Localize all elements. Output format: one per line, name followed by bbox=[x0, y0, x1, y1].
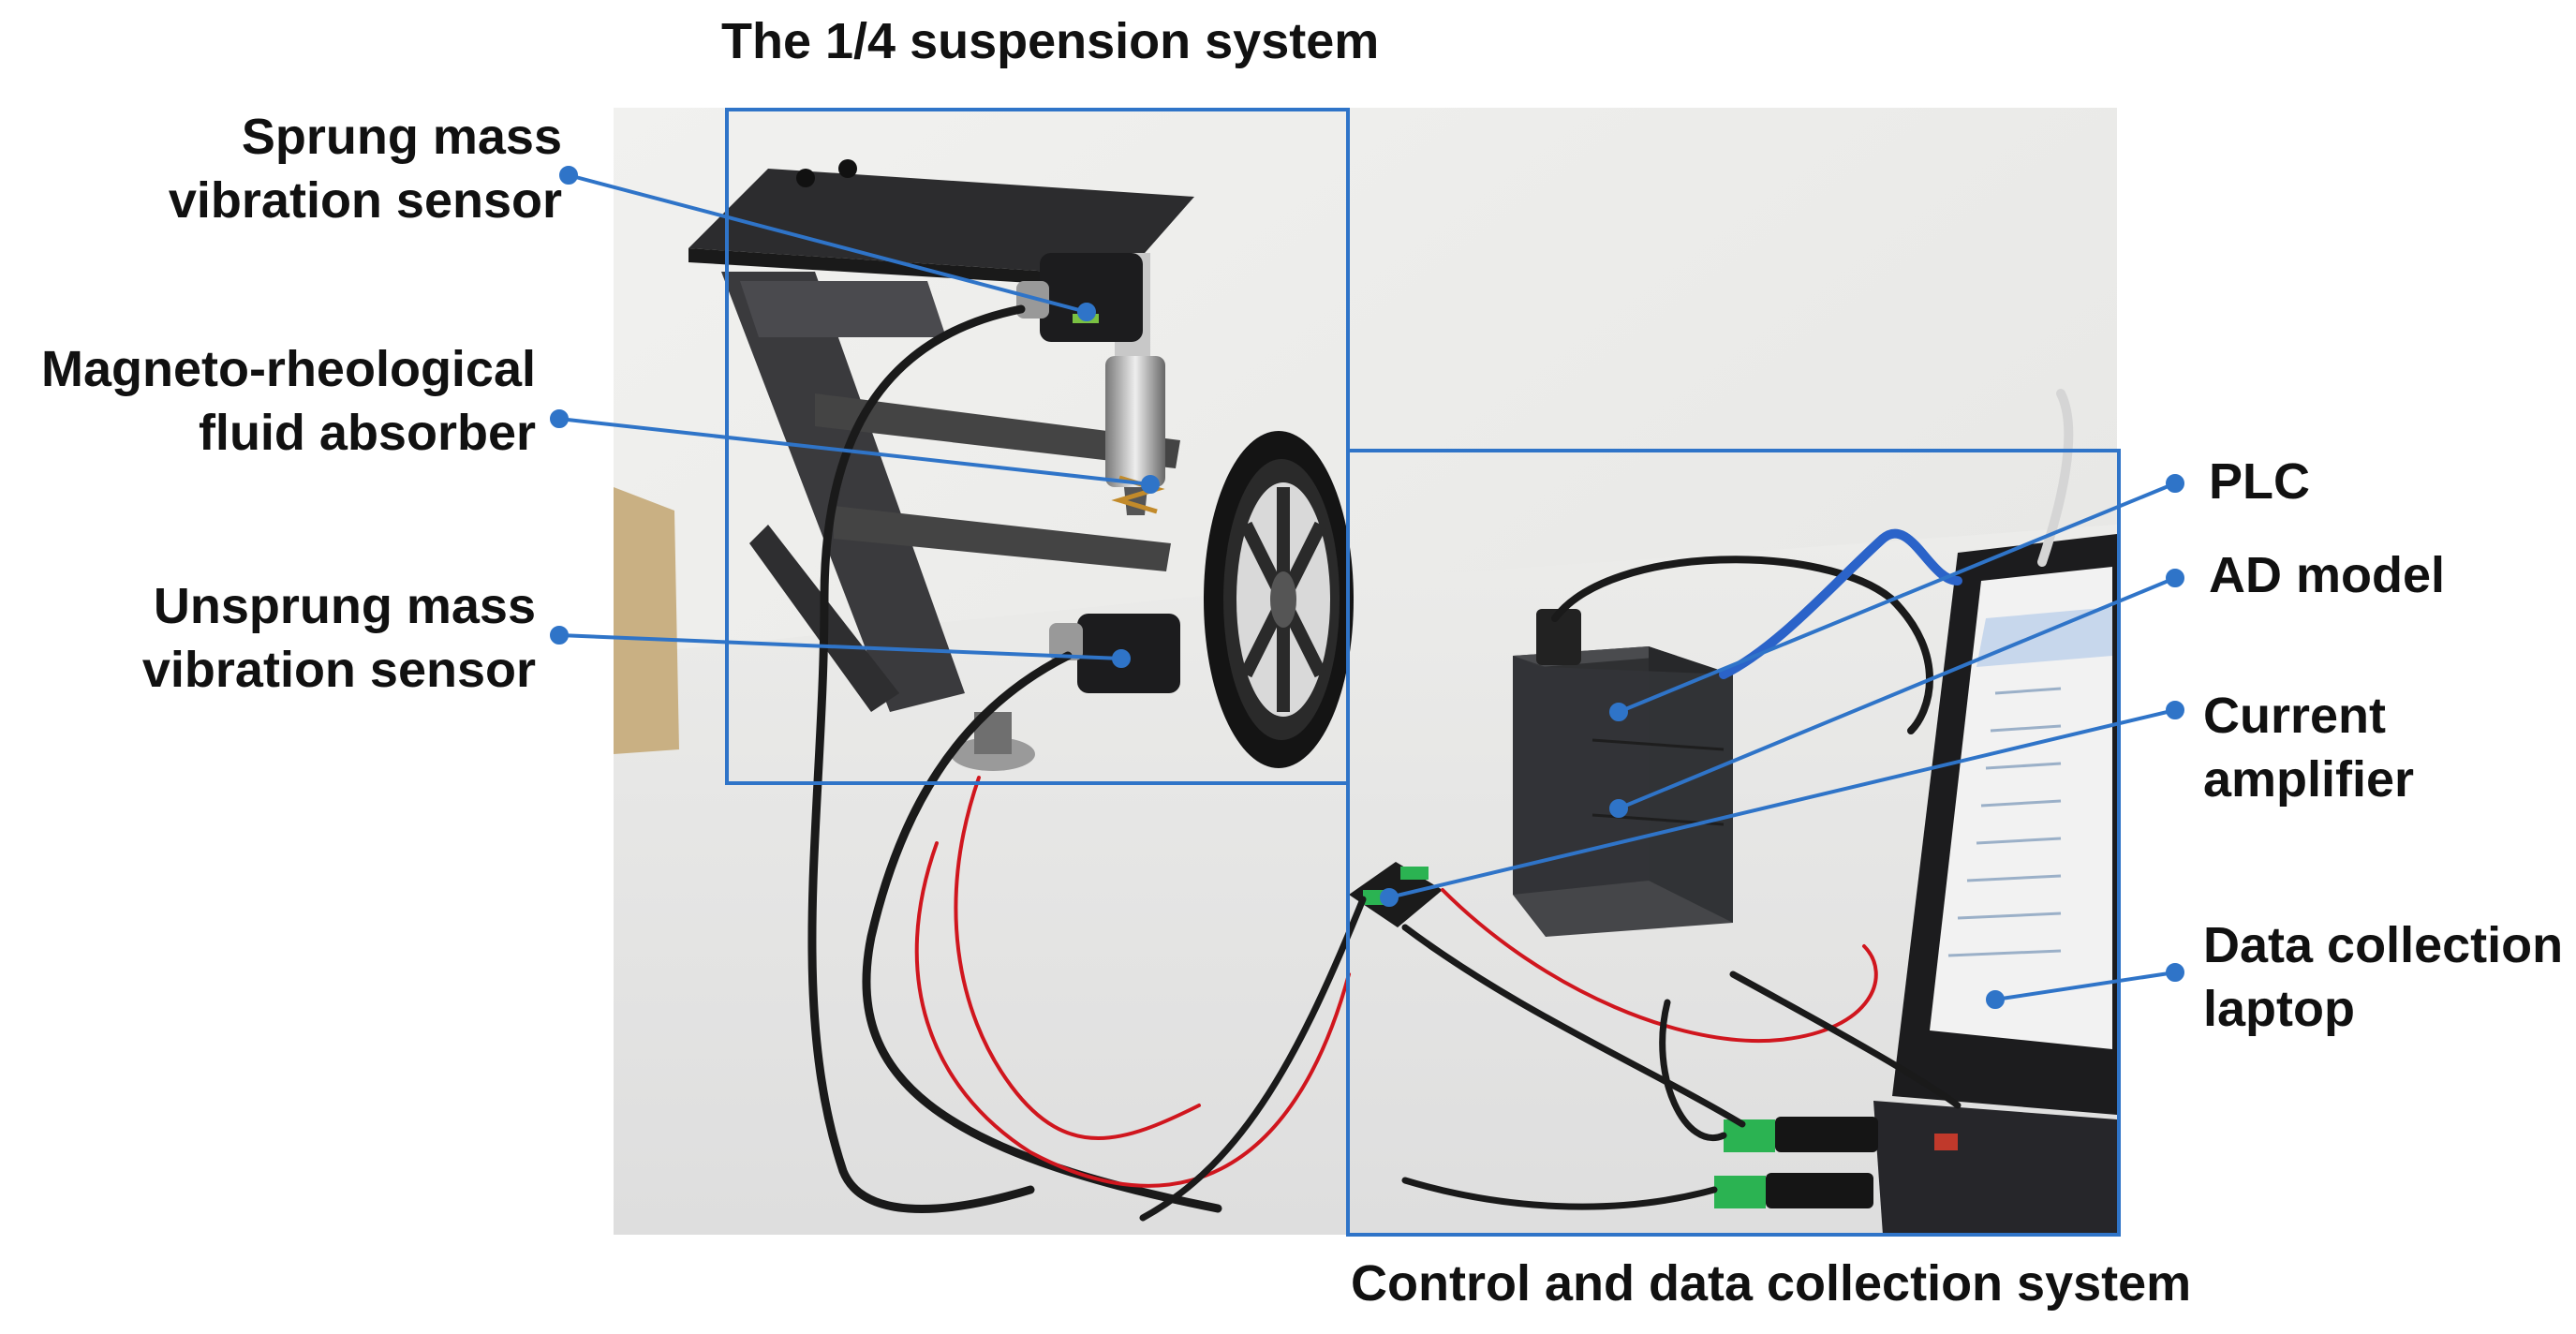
label-line: PLC bbox=[2209, 453, 2310, 510]
upper-control-arm bbox=[815, 393, 1180, 468]
label-line: Data collection bbox=[2203, 917, 2564, 973]
laptop-keyboard bbox=[1873, 1101, 2117, 1235]
top-plate bbox=[688, 169, 1194, 276]
leader-laptop bbox=[1994, 971, 2176, 1001]
leader-unsprung-sensor bbox=[558, 633, 1122, 660]
label-line: laptop bbox=[2203, 981, 2355, 1037]
label-mr-fluid-absorber: Magneto-rheological fluid absorber bbox=[41, 337, 536, 465]
label-line: fluid absorber bbox=[198, 405, 536, 461]
label-plc: PLC bbox=[2209, 450, 2310, 513]
leader-sprung-sensor bbox=[568, 173, 1088, 314]
plc-connector bbox=[1536, 609, 1581, 665]
wheel bbox=[1204, 431, 1354, 768]
label-line: Current bbox=[2203, 688, 2387, 744]
label-line: vibration sensor bbox=[141, 642, 536, 698]
leader-lines bbox=[550, 166, 2184, 1009]
leader-plc bbox=[1618, 482, 2176, 714]
label-current-amplifier: Current amplifier bbox=[2203, 684, 2414, 811]
leader-mr-absorber bbox=[558, 417, 1151, 486]
leader-ad-model bbox=[1618, 576, 2176, 810]
control-system-frame bbox=[1346, 449, 2121, 1237]
label-line: Unsprung mass bbox=[153, 578, 536, 634]
photo bbox=[614, 108, 2117, 1235]
cardboard-box bbox=[614, 487, 679, 754]
lower-control-arm bbox=[834, 506, 1171, 571]
label-ad-model: AD model bbox=[2209, 543, 2445, 607]
frame-column bbox=[721, 272, 965, 712]
leader-current-amplifier bbox=[1388, 708, 2176, 899]
label-sprung-mass-sensor: Sprung mass vibration sensor bbox=[169, 105, 562, 232]
label-data-collection-laptop: Data collection laptop bbox=[2203, 913, 2563, 1041]
top-title: The 1/4 suspension system bbox=[721, 13, 1380, 69]
label-line: amplifier bbox=[2203, 751, 2415, 808]
label-line: AD model bbox=[2209, 547, 2446, 603]
shock-body bbox=[1105, 356, 1165, 487]
laptop-screen bbox=[1930, 567, 2112, 1049]
sprung-sensor-body bbox=[1040, 253, 1143, 342]
suspension-rig bbox=[688, 159, 1354, 771]
table-surface bbox=[614, 525, 2117, 1235]
label-line: vibration sensor bbox=[168, 172, 562, 229]
cables bbox=[807, 304, 2074, 1222]
label-line: Magneto-rheological bbox=[40, 341, 536, 397]
suspension-system-frame bbox=[725, 108, 1350, 785]
label-line: Sprung mass bbox=[241, 109, 562, 165]
bottom-title: Control and data collection system bbox=[1351, 1255, 2192, 1312]
laptop bbox=[1873, 534, 2117, 1235]
usb-converters bbox=[1714, 1117, 1878, 1208]
label-unsprung-mass-sensor: Unsprung mass vibration sensor bbox=[142, 574, 536, 702]
